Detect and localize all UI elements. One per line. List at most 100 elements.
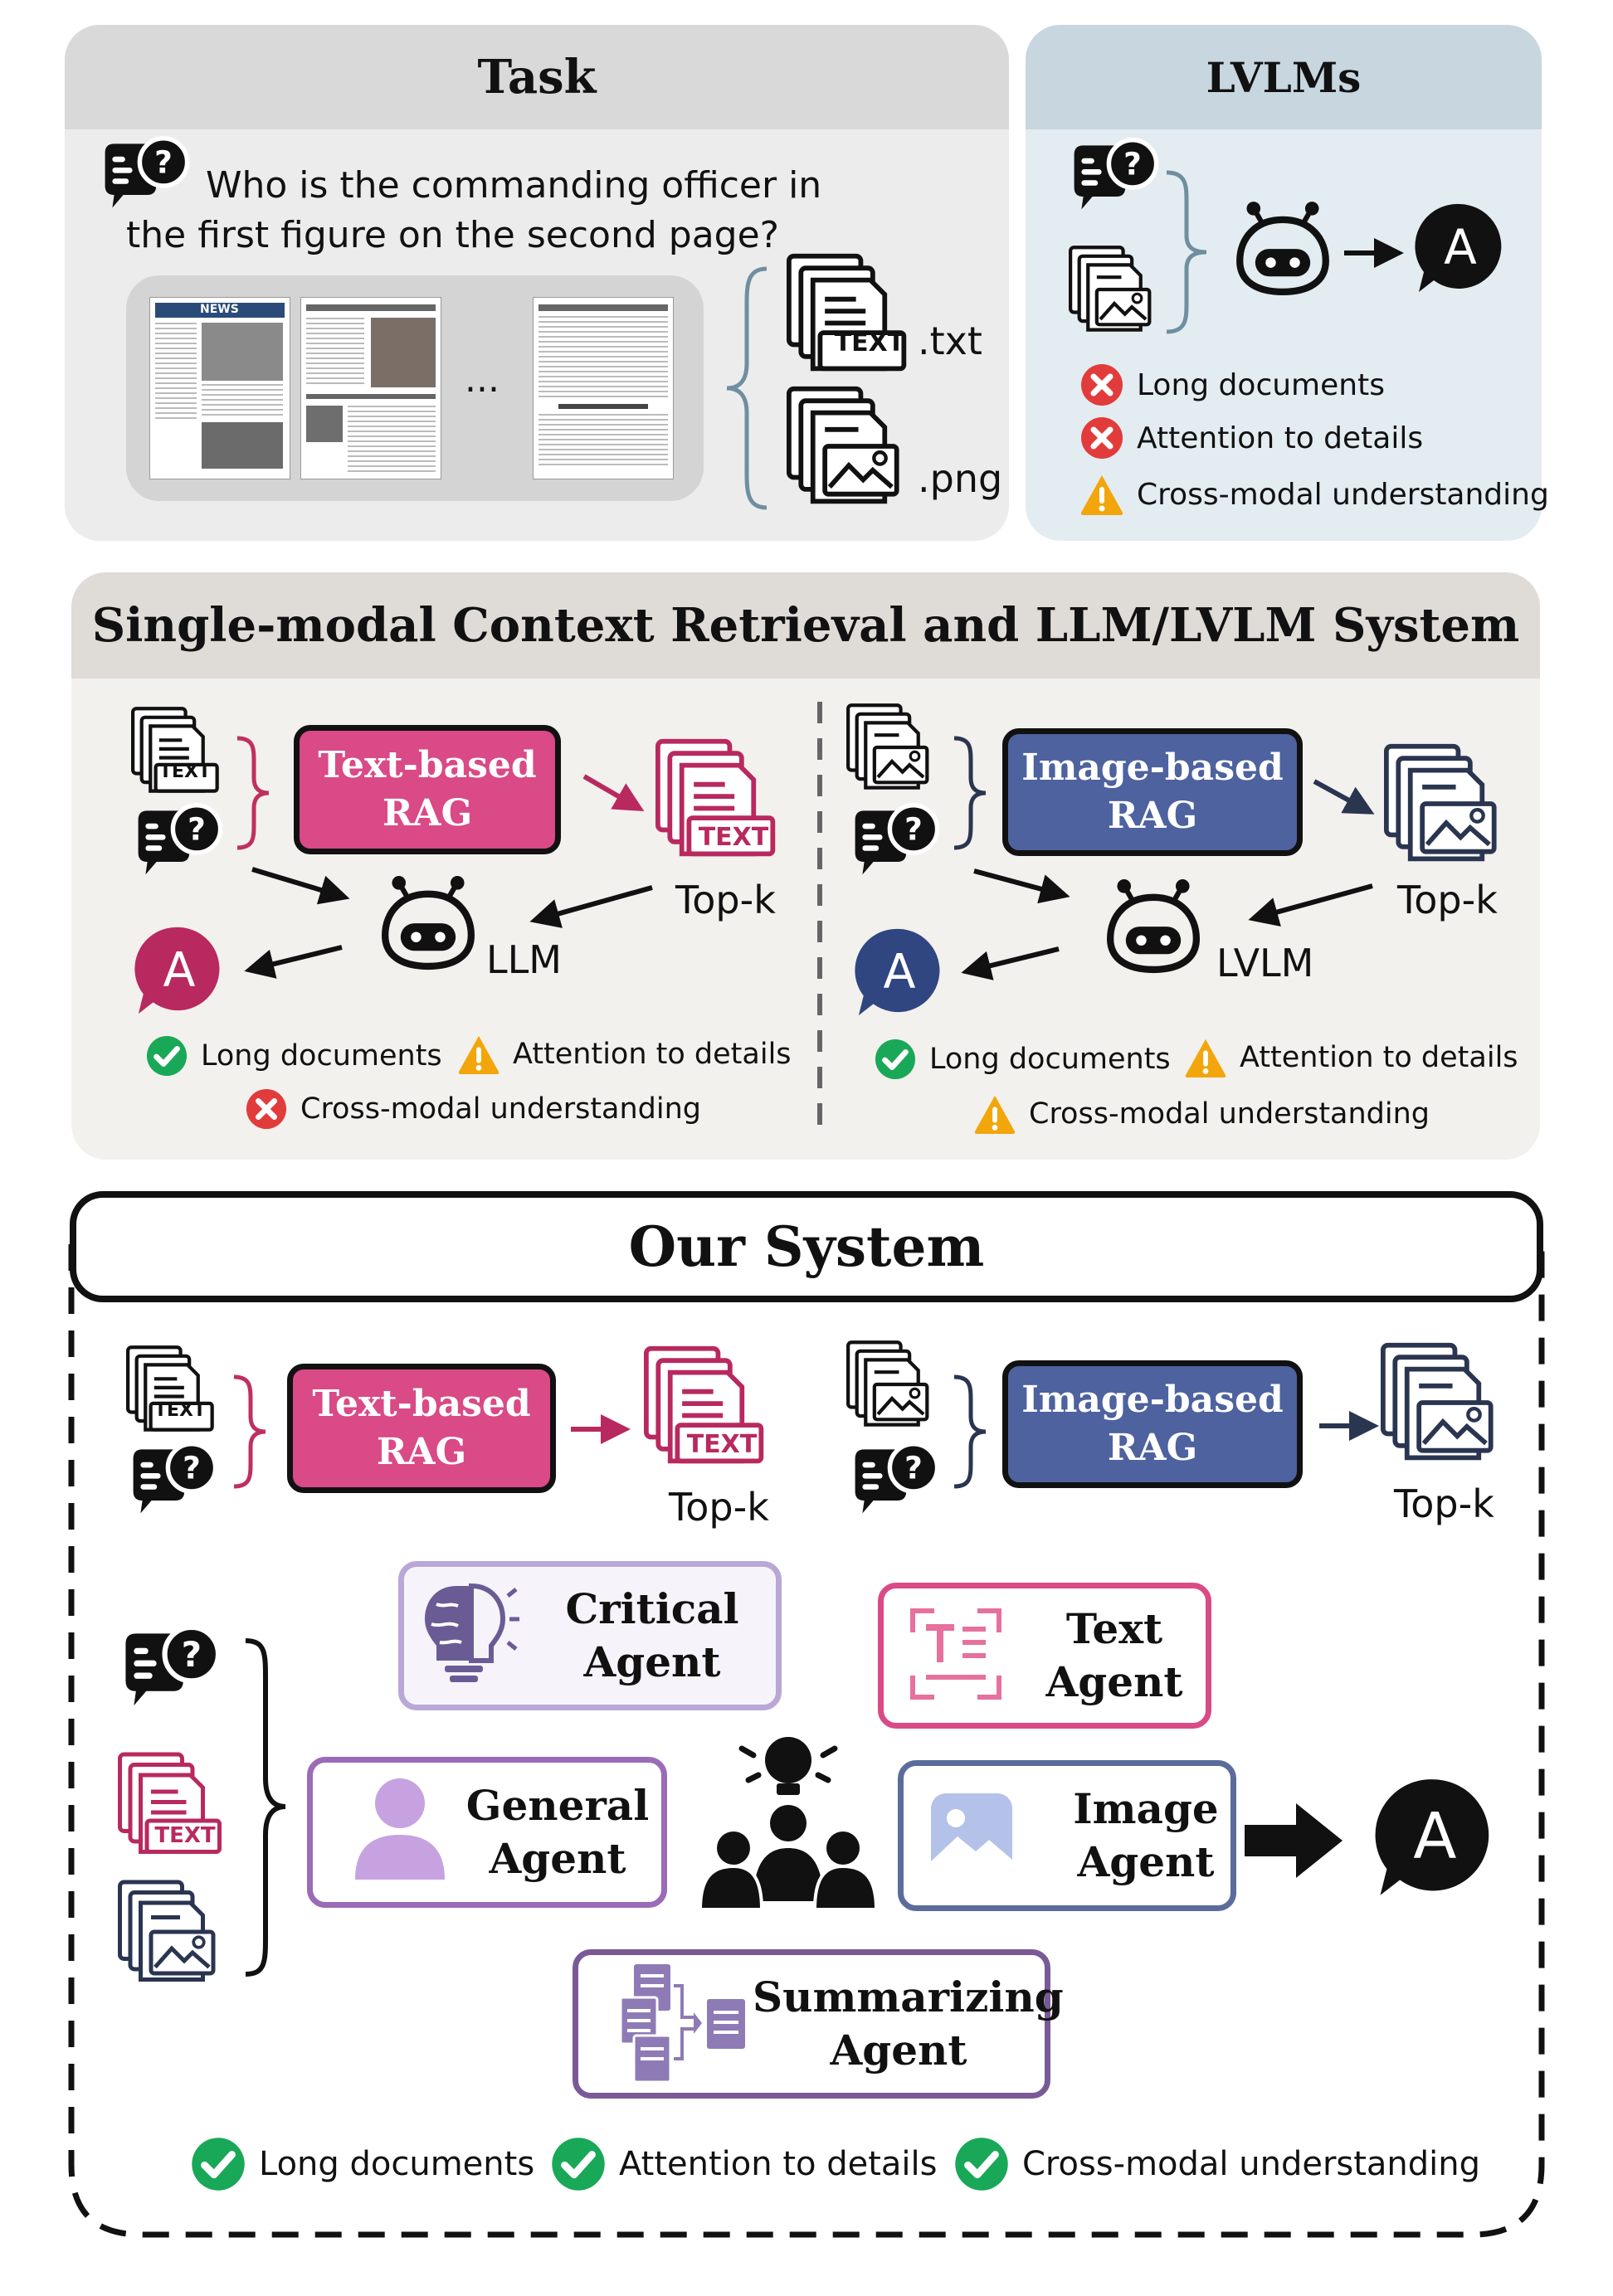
single-modal-title: Single-modal Context Retrieval and LLM/L… bbox=[91, 598, 1520, 653]
image-rag-line2: RAG bbox=[1107, 795, 1198, 837]
lvlms-answer-letter: A bbox=[1444, 219, 1477, 275]
lvlms-title: LVLMs bbox=[1206, 52, 1362, 102]
task-question-line1: Who is the commanding officer in bbox=[206, 164, 822, 207]
single-image-arrows-to-lvlm bbox=[973, 868, 1373, 927]
status-row: Long documents bbox=[191, 2137, 534, 2191]
page-thumbnail-1-header: NEWS bbox=[200, 303, 239, 316]
check-icon bbox=[875, 1039, 916, 1080]
cross-icon bbox=[246, 1088, 287, 1130]
warning-icon bbox=[458, 1035, 499, 1075]
lvlms-question-icon bbox=[1069, 141, 1160, 216]
general-agent-box: General Agent bbox=[307, 1757, 667, 1908]
status-label: Attention to details bbox=[513, 1038, 792, 1071]
status-row: Cross-modal understanding bbox=[974, 1093, 1430, 1135]
ours-image-rag-arrow bbox=[1319, 1411, 1379, 1441]
text-scan-icon bbox=[910, 1608, 1001, 1700]
status-label: Attention to details bbox=[619, 2145, 938, 2183]
general-agent-line1: General bbox=[465, 1781, 650, 1830]
ours-text-brace bbox=[233, 1374, 266, 1489]
task-title: Task bbox=[477, 50, 597, 105]
critical-agent-line1: Critical bbox=[565, 1584, 739, 1633]
ours-image-topk-docs-icon bbox=[1381, 1342, 1505, 1463]
final-answer-icon: A bbox=[1375, 1779, 1489, 1895]
single-image-docs-icon bbox=[846, 703, 938, 791]
critical-agent-line2: Agent bbox=[583, 1637, 721, 1686]
llm-label: LLM bbox=[486, 937, 562, 982]
text-rag-arrow bbox=[582, 774, 645, 812]
our-system-header: Our System bbox=[70, 1191, 1543, 1302]
status-row: Long documents bbox=[1080, 363, 1385, 406]
task-question-icon bbox=[100, 139, 191, 214]
task-question-line2: the first figure on the second page? bbox=[126, 214, 780, 256]
task-header: Task bbox=[65, 25, 1009, 129]
pages-ellipsis: ... bbox=[465, 358, 499, 401]
to-final-answer-arrow bbox=[1245, 1803, 1343, 1878]
check-icon bbox=[551, 2137, 606, 2191]
task-files-brace bbox=[726, 266, 768, 510]
status-label: Attention to details bbox=[1137, 421, 1424, 455]
status-row: Cross-modal understanding bbox=[1080, 473, 1549, 516]
ours-image-topk-label: Top-k bbox=[1394, 1481, 1494, 1526]
ours-text-topk-label: Top-k bbox=[669, 1485, 769, 1530]
single-text-answer-letter: A bbox=[163, 943, 195, 998]
png-extension: .png bbox=[918, 456, 1003, 501]
summarizing-agent-line2: Agent bbox=[830, 2026, 967, 2075]
status-row: Long documents bbox=[146, 1035, 442, 1077]
agents-question-icon bbox=[119, 1629, 222, 1712]
llm-robot-icon bbox=[382, 873, 475, 970]
documents-merge-icon bbox=[619, 1964, 745, 2084]
single-image-brace bbox=[953, 736, 987, 850]
single-image-topk-label: Top-k bbox=[1397, 878, 1498, 922]
ours-text-rag-line2: RAG bbox=[376, 1431, 467, 1473]
status-label: Long documents bbox=[259, 2145, 535, 2183]
ours-image-brace bbox=[953, 1374, 987, 1489]
status-label: Long documents bbox=[1137, 367, 1385, 402]
single-image-answer-icon: A bbox=[855, 928, 940, 1016]
status-label: Cross-modal understanding bbox=[300, 1092, 702, 1126]
ours-text-rag-box: Text-based RAG bbox=[287, 1364, 556, 1493]
user-icon bbox=[355, 1778, 445, 1880]
ours-image-rag-line1: Image-based bbox=[1021, 1379, 1284, 1421]
lvlms-header: LVLMs bbox=[1026, 25, 1542, 129]
check-icon bbox=[954, 2137, 1009, 2191]
lvlm-robot-icon bbox=[1107, 876, 1200, 974]
single-text-arrows-to-llm bbox=[251, 867, 653, 928]
text-rag-line1: Text-based bbox=[318, 744, 537, 786]
image-agent-line1: Image bbox=[1073, 1784, 1219, 1833]
warning-icon bbox=[1080, 475, 1123, 515]
txt-extension: .txt bbox=[918, 319, 982, 363]
status-label: Attention to details bbox=[1240, 1041, 1518, 1074]
check-icon bbox=[146, 1035, 188, 1077]
page-thumbnail-1: NEWS bbox=[149, 297, 290, 479]
agents-text-docs-tag: TEXT bbox=[154, 1823, 216, 1848]
check-icon bbox=[191, 2137, 246, 2191]
text-rag-box: Text-based RAG bbox=[294, 725, 561, 854]
ours-image-rag-box: Image-based RAG bbox=[1002, 1360, 1303, 1488]
single-text-topk-tag: TEXT bbox=[698, 823, 769, 852]
status-row: Cross-modal understanding bbox=[246, 1088, 701, 1130]
warning-icon bbox=[1185, 1039, 1226, 1078]
text-agent-line2: Agent bbox=[1045, 1657, 1183, 1706]
lvlm-to-answer-arrow bbox=[961, 946, 1060, 980]
page-thumbnail-last bbox=[533, 297, 674, 479]
lvlms-robot-icon bbox=[1235, 199, 1331, 295]
image-rag-line1: Image-based bbox=[1021, 747, 1284, 789]
image-rag-arrow bbox=[1313, 779, 1375, 815]
summarizing-agent-line1: Summarizing bbox=[753, 1973, 1064, 2021]
cross-icon bbox=[1080, 363, 1123, 406]
ours-image-rag-line2: RAG bbox=[1107, 1427, 1198, 1469]
status-label: Cross-modal understanding bbox=[1029, 1097, 1430, 1131]
single-image-topk-docs-icon bbox=[1384, 743, 1508, 864]
single-text-brace bbox=[236, 736, 270, 850]
lvlms-image-docs-icon bbox=[1069, 246, 1160, 333]
brain-bulb-icon bbox=[425, 1583, 519, 1682]
cross-icon bbox=[1080, 416, 1123, 460]
single-image-answer-letter: A bbox=[883, 945, 915, 1000]
image-agent-line2: Agent bbox=[1077, 1837, 1215, 1886]
lvlms-answer-icon: A bbox=[1415, 203, 1502, 292]
ours-text-docs-tag: TEXT bbox=[154, 1400, 206, 1421]
single-modal-header: Single-modal Context Retrieval and LLM/L… bbox=[71, 572, 1540, 679]
single-text-topk-label: Top-k bbox=[675, 878, 776, 922]
ours-text-question-icon bbox=[128, 1445, 219, 1520]
status-row: Attention to details bbox=[1080, 416, 1423, 460]
